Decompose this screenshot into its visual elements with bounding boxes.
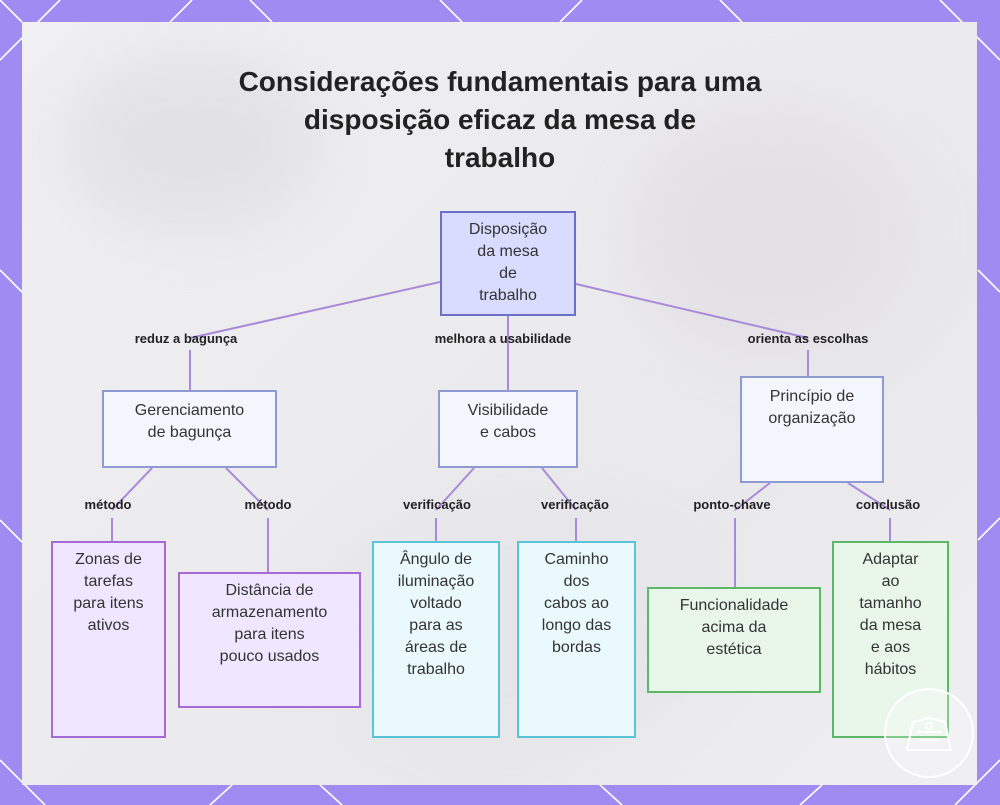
node-line: para itens xyxy=(73,593,143,615)
node-line: Funcionalidade xyxy=(680,595,789,617)
node-line: Adaptar xyxy=(859,549,921,571)
node-organization-principle: Princípio de organização xyxy=(740,376,884,483)
node-line: tarefas xyxy=(73,571,143,593)
node-line: áreas de xyxy=(398,637,474,659)
node-line: tamanho xyxy=(859,593,921,615)
node-line: para itens xyxy=(212,624,328,646)
edge-label-guides: orienta as escolhas xyxy=(748,331,869,346)
connector-root-principle xyxy=(576,284,808,338)
node-visibility-cables: Visibilidade e cabos xyxy=(438,390,578,468)
node-line: cabos ao xyxy=(542,593,611,615)
node-line: e aos xyxy=(859,637,921,659)
node-line: acima da xyxy=(680,617,789,639)
node-line: para as xyxy=(398,615,474,637)
brand-seal-icon xyxy=(884,688,974,778)
node-line: Caminho xyxy=(542,549,611,571)
node-line: Visibilidade xyxy=(468,400,549,422)
node-line: hábitos xyxy=(859,659,921,681)
node-root: Disposição da mesa de trabalho xyxy=(440,211,576,316)
node-line: de bagunça xyxy=(135,422,244,444)
edge-label-method: método xyxy=(85,497,132,512)
edge-label-method: método xyxy=(245,497,292,512)
node-line: pouco usados xyxy=(212,646,328,668)
node-line: da mesa xyxy=(469,241,547,263)
connector-root-clutter xyxy=(190,282,440,338)
node-storage-distance: Distância de armazenamento para itens po… xyxy=(178,572,361,708)
node-line: voltado xyxy=(398,593,474,615)
node-task-zones: Zonas de tarefas para itens ativos xyxy=(51,541,166,738)
node-line: dos xyxy=(542,571,611,593)
edge-label-conclusion: conclusão xyxy=(856,497,920,512)
node-lighting-angle: Ângulo de iluminação voltado para as áre… xyxy=(372,541,500,738)
edge-label-reduce: reduz a bagunça xyxy=(135,331,238,346)
node-line: iluminação xyxy=(398,571,474,593)
edge-label-keypoint: ponto-chave xyxy=(693,497,770,512)
node-line: e cabos xyxy=(468,422,549,444)
node-line: Ângulo de xyxy=(398,549,474,571)
node-functionality: Funcionalidade acima da estética xyxy=(647,587,821,693)
node-line: estética xyxy=(680,639,789,661)
node-line: longo das xyxy=(542,615,611,637)
node-line: armazenamento xyxy=(212,602,328,624)
node-line: Distância de xyxy=(212,580,328,602)
node-line: Disposição xyxy=(469,219,547,241)
node-cable-path: Caminho dos cabos ao longo das bordas xyxy=(517,541,636,738)
node-line: bordas xyxy=(542,637,611,659)
node-line: trabalho xyxy=(469,285,547,307)
edge-label-check: verificação xyxy=(541,497,609,512)
node-line: ao xyxy=(859,571,921,593)
seal-graphic xyxy=(899,710,959,756)
node-clutter-management: Gerenciamento de bagunça xyxy=(102,390,277,468)
node-line: Princípio de xyxy=(768,386,855,408)
node-line: Zonas de xyxy=(73,549,143,571)
node-line: Gerenciamento xyxy=(135,400,244,422)
edge-label-check: verificação xyxy=(403,497,471,512)
node-line: trabalho xyxy=(398,659,474,681)
node-line: ativos xyxy=(73,615,143,637)
node-line: da mesa xyxy=(859,615,921,637)
node-line: organização xyxy=(768,408,855,430)
edge-label-usability: melhora a usabilidade xyxy=(435,331,572,346)
node-line: de xyxy=(469,263,547,285)
